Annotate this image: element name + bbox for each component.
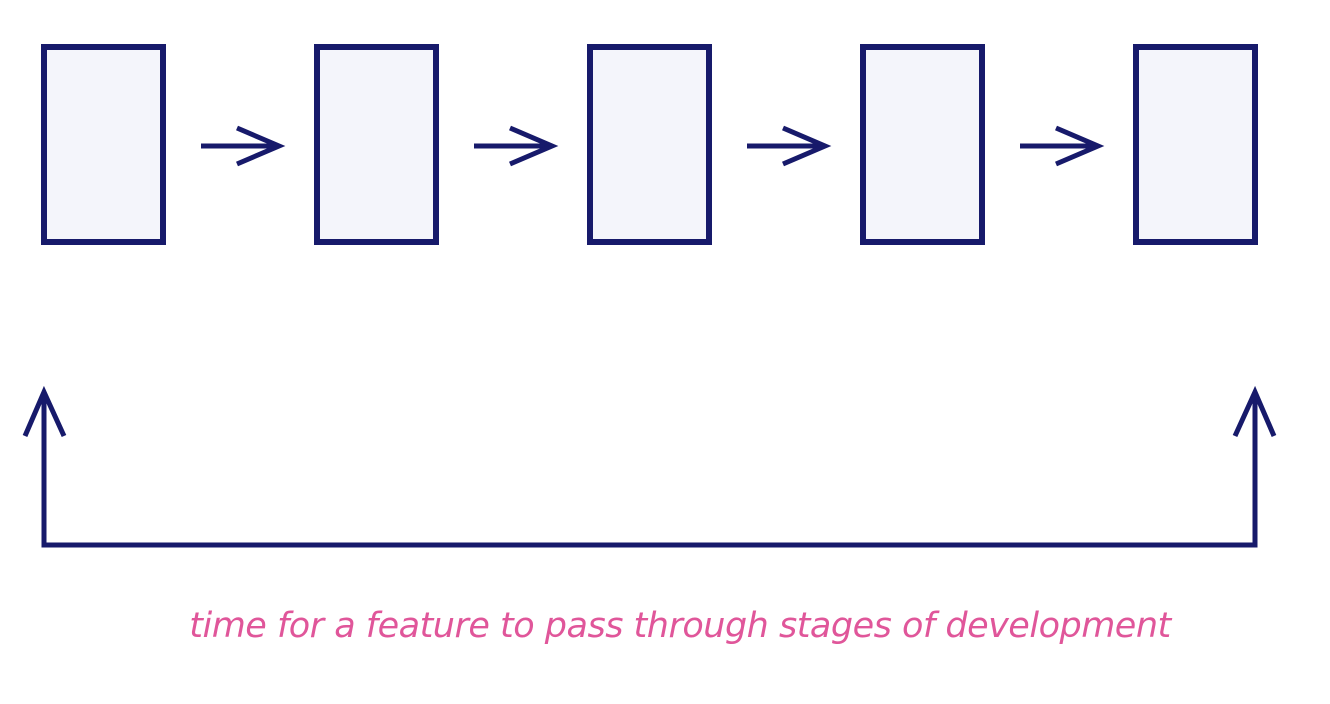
right-arrow-icon xyxy=(747,125,832,167)
right-arrow-icon xyxy=(201,125,286,167)
stage-flow-arrows xyxy=(201,125,1105,167)
time-span-bracket xyxy=(22,385,1277,548)
stage-box xyxy=(1133,44,1258,245)
stage-box xyxy=(314,44,439,245)
bracket-line xyxy=(41,392,1258,548)
stage-box xyxy=(860,44,985,245)
left-arrowhead-up-icon xyxy=(22,385,67,438)
right-arrowhead-up-icon xyxy=(1232,385,1277,438)
right-arrow-icon xyxy=(1020,125,1105,167)
diagram-caption: time for a feature to pass through stage… xyxy=(189,606,1171,646)
stage-boxes xyxy=(41,44,1258,245)
right-arrow-icon xyxy=(474,125,559,167)
stage-box xyxy=(587,44,712,245)
stage-box xyxy=(41,44,166,245)
